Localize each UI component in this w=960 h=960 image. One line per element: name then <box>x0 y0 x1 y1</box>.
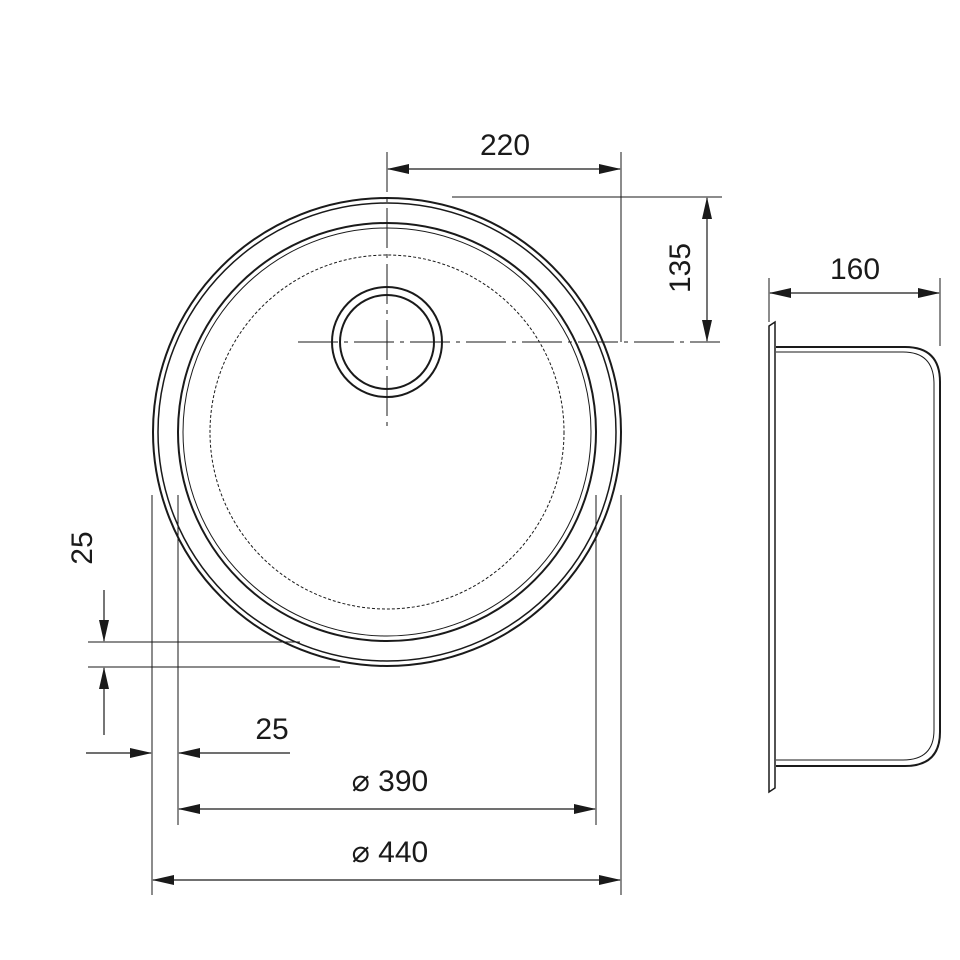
dim-440 <box>152 495 622 895</box>
dim-160-label: 160 <box>830 253 880 286</box>
dim-135-label: 135 <box>664 243 697 293</box>
dim-135 <box>452 196 722 342</box>
dim-160 <box>768 278 941 346</box>
side-bowl-outer <box>776 346 941 767</box>
dim-220 <box>387 152 622 342</box>
side-bowl-inner <box>776 351 935 761</box>
plan-view <box>152 152 720 667</box>
side-flange <box>768 320 776 794</box>
dim-390-label: ⌀ 390 <box>352 765 428 798</box>
dim-440-label: ⌀ 440 <box>352 836 428 869</box>
dim-25-horizontal-label: 25 <box>255 713 288 746</box>
outer-rim-inner-circle <box>157 202 617 662</box>
side-view <box>768 320 941 794</box>
dim-25-vertical-label: 25 <box>66 531 99 564</box>
dim-390 <box>178 495 597 825</box>
dim-25-horizontal <box>86 495 290 895</box>
bowl-bottom-circle <box>209 254 565 610</box>
dim-25-vertical <box>88 590 340 735</box>
dim-220-label: 220 <box>480 129 530 162</box>
